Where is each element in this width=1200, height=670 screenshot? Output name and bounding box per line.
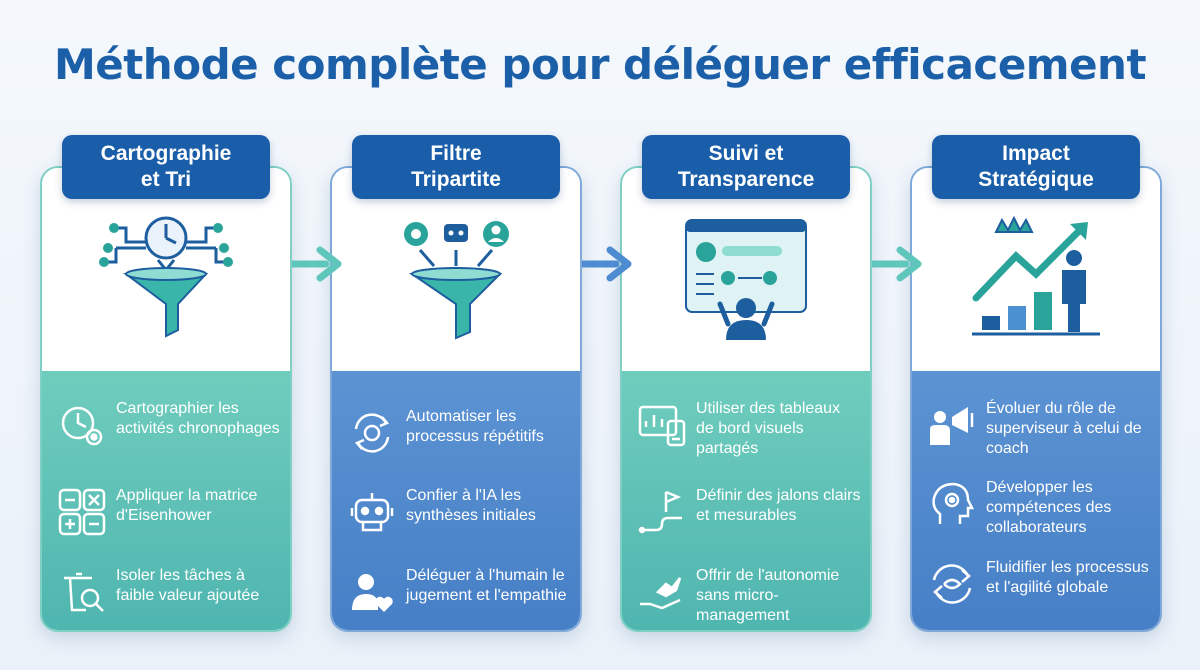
milestone-flag-icon — [636, 486, 688, 538]
list-item: Fluidifier les processus et l'agilité gl… — [926, 558, 1152, 610]
list-item: Développer les compétences des collabora… — [926, 478, 1152, 538]
item-text: Évoluer du rôle de superviseur à celui d… — [986, 400, 1142, 457]
card-suivi: Utiliser des tableaux de bord visuels pa… — [620, 166, 872, 632]
list-item: Automatiser les processus répétitifs — [346, 407, 572, 459]
card-cartographie: Cartographier les activités chronophages… — [40, 166, 292, 632]
clock-gear-icon — [56, 399, 108, 451]
item-text: Utiliser des tableaux de bord visuels pa… — [696, 400, 841, 457]
item-text: Définir des jalons clairs et mesurables — [696, 487, 861, 524]
list-item: Utiliser des tableaux de bord visuels pa… — [636, 399, 862, 459]
head-gear-icon — [926, 478, 978, 530]
header-line: Filtre — [430, 142, 482, 165]
megaphone-person-icon — [926, 399, 978, 451]
list-item: Déléguer à l'humain le jugement et l'emp… — [346, 566, 572, 618]
trash-search-icon — [56, 566, 108, 618]
card-filtre: Automatiser les processus répétitifs Con… — [330, 166, 582, 632]
card-top-panel — [912, 168, 1160, 371]
robot-icon — [346, 486, 398, 538]
clock-funnel-icon — [42, 208, 290, 368]
header-line: Tripartite — [411, 168, 501, 191]
header-line: Stratégique — [978, 168, 1094, 191]
item-text: Offrir de l'autonomie sans micro-managem… — [696, 567, 840, 624]
card-header: Cartographie et Tri — [62, 135, 270, 199]
item-text: Appliquer la matrice d'Eisenhower — [116, 487, 258, 524]
dashboard-icon — [636, 399, 688, 451]
sync-arrows-icon — [926, 558, 978, 610]
dashboard-person-icon — [622, 208, 870, 368]
card-items-panel: Utiliser des tableaux de bord visuels pa… — [622, 371, 870, 630]
card-header: Filtre Tripartite — [352, 135, 560, 199]
card-items-panel: Cartographier les activités chronophages… — [42, 371, 290, 630]
list-item: Isoler les tâches à faible valeur ajouté… — [56, 566, 282, 618]
header-line: Impact — [1002, 142, 1070, 165]
card-top-panel — [622, 168, 870, 371]
person-heart-icon — [346, 566, 398, 618]
item-text: Déléguer à l'humain le jugement et l'emp… — [406, 567, 567, 604]
item-text: Confier à l'IA les synthèses initiales — [406, 487, 536, 524]
header-line: Suivi et — [708, 142, 784, 165]
list-item: Appliquer la matrice d'Eisenhower — [56, 486, 282, 538]
list-item: Offrir de l'autonomie sans micro-managem… — [636, 566, 862, 626]
list-item: Confier à l'IA les synthèses initiales — [346, 486, 572, 538]
arrow-right-icon — [582, 246, 632, 282]
list-item: Cartographier les activités chronophages — [56, 399, 282, 451]
item-text: Isoler les tâches à faible valeur ajouté… — [116, 567, 260, 604]
hand-bird-icon — [636, 566, 688, 618]
list-item: Définir des jalons clairs et mesurables — [636, 486, 862, 538]
growth-chart-crown-icon — [912, 208, 1160, 368]
card-header: Impact Stratégique — [932, 135, 1140, 199]
card-top-panel — [332, 168, 580, 371]
card-top-panel — [42, 168, 290, 371]
cycle-gear-icon — [346, 407, 398, 459]
item-text: Développer les compétences des collabora… — [986, 479, 1112, 536]
card-impact: Évoluer du rôle de superviseur à celui d… — [910, 166, 1162, 632]
item-text: Automatiser les processus répétitifs — [406, 408, 544, 445]
item-text: Cartographier les activités chronophages — [116, 400, 280, 437]
arrow-right-icon — [292, 246, 342, 282]
header-line: et Tri — [140, 168, 192, 191]
arrow-right-icon — [872, 246, 922, 282]
card-items-panel: Automatiser les processus répétitifs Con… — [332, 371, 580, 630]
header-line: Cartographie — [100, 142, 232, 165]
matrix-icon — [56, 486, 108, 538]
header-line: Transparence — [677, 168, 815, 191]
page-title: Méthode complète pour déléguer efficacem… — [53, 40, 1147, 89]
list-item: Évoluer du rôle de superviseur à celui d… — [926, 399, 1152, 459]
card-header: Suivi et Transparence — [642, 135, 850, 199]
gear-robot-user-funnel-icon — [332, 208, 580, 368]
item-text: Fluidifier les processus et l'agilité gl… — [986, 559, 1149, 596]
card-items-panel: Évoluer du rôle de superviseur à celui d… — [912, 371, 1160, 630]
